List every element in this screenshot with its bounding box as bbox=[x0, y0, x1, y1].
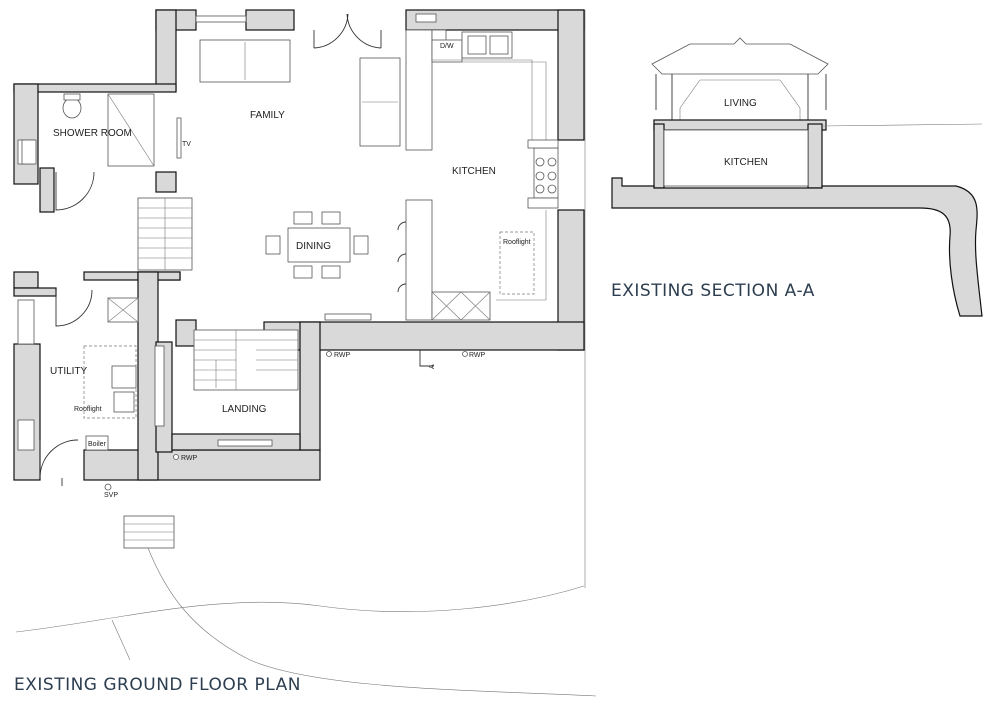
rooflight-utility-label: Rooflight bbox=[74, 406, 102, 413]
section-marker-label: A bbox=[429, 364, 436, 369]
dining-set bbox=[265, 211, 369, 279]
room-label-utility: UTILITY bbox=[50, 366, 88, 377]
section-drawing bbox=[611, 37, 983, 317]
section-title: EXISTING SECTION A-A bbox=[611, 281, 815, 301]
shower-fittings bbox=[21, 93, 155, 167]
plan-walls bbox=[13, 9, 585, 481]
rooflight-kitchen-label: Rooflight bbox=[503, 239, 531, 246]
rwp-label: RWP bbox=[469, 352, 486, 359]
rwp-label: RWP bbox=[181, 455, 198, 462]
room-label-dining: DINING bbox=[296, 241, 331, 252]
room-label-family: FAMILY bbox=[250, 110, 285, 121]
section-labels: LIVING KITCHEN bbox=[724, 98, 768, 168]
tv-label: TV bbox=[182, 141, 191, 148]
plan-title: EXISTING GROUND FLOOR PLAN bbox=[14, 675, 301, 695]
section-room-label-living: LIVING bbox=[724, 98, 757, 109]
rwp-label: RWP bbox=[334, 352, 351, 359]
room-label-landing: LANDING bbox=[222, 404, 267, 415]
room-label-kitchen: KITCHEN bbox=[452, 166, 496, 177]
staircase bbox=[137, 197, 299, 391]
plan-doors bbox=[39, 13, 382, 486]
plan-labels: FAMILY DINING KITCHEN SHOWER ROOM UTILIT… bbox=[50, 43, 531, 499]
boiler-label: Boiler bbox=[88, 441, 107, 448]
svp-label: SVP bbox=[104, 492, 118, 499]
utility-fittings bbox=[83, 297, 165, 451]
family-furniture bbox=[176, 39, 401, 159]
dishwasher-label: D/W bbox=[440, 43, 454, 50]
section-room-label-kitchen: KITCHEN bbox=[724, 157, 768, 168]
outside-features bbox=[15, 350, 597, 697]
kitchen-units bbox=[397, 29, 559, 321]
room-label-shower-room: SHOWER ROOM bbox=[53, 128, 132, 139]
